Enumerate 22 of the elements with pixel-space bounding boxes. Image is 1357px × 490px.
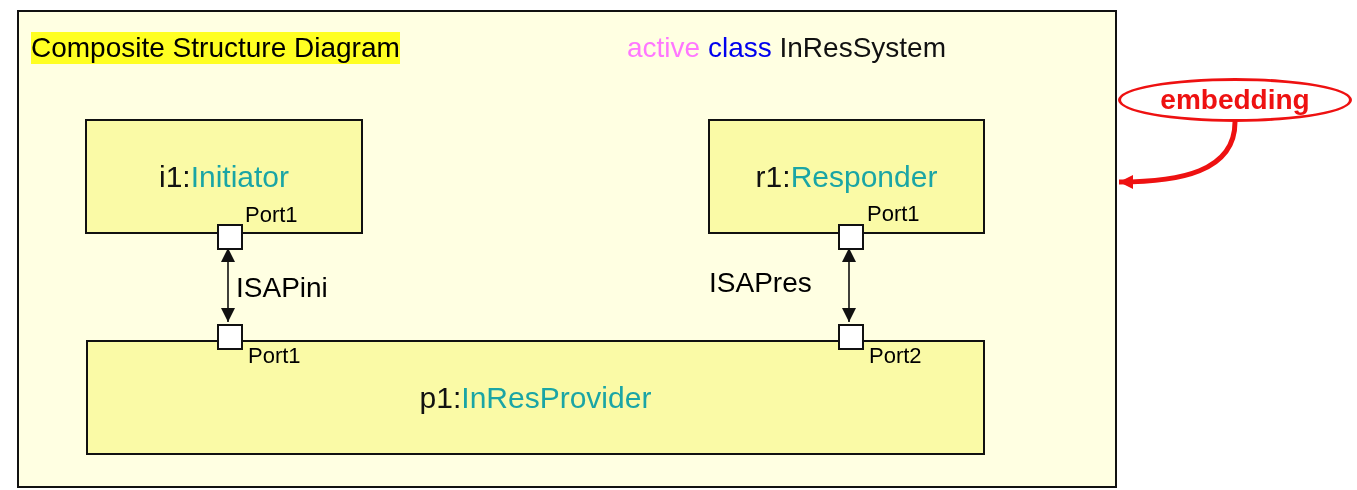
port-square: [217, 224, 243, 250]
part-name: i1:Initiator: [158, 159, 290, 194]
diagram-frame: [17, 10, 1117, 488]
connector-arrow: [842, 247, 856, 323]
port-label: Port2: [869, 343, 922, 369]
port-label: Port1: [248, 343, 301, 369]
class-heading: active class InResSystem: [627, 32, 946, 65]
port-square: [217, 324, 243, 350]
part-box: [86, 340, 985, 455]
port-label: Port1: [245, 202, 298, 228]
callout-ellipse: [1118, 78, 1352, 122]
port-label: Port1: [867, 201, 920, 227]
connector-arrow: [221, 247, 235, 323]
connector-arrow: [1118, 121, 1238, 189]
part-box: [708, 119, 985, 234]
callout-text: embedding: [1160, 83, 1310, 117]
part-box: [85, 119, 363, 234]
part-name: p1:InResProvider: [419, 380, 652, 415]
part-name: r1:Responder: [755, 159, 938, 194]
port-square: [838, 324, 864, 350]
port-square: [838, 224, 864, 250]
frame-heading: Composite Structure Diagram: [31, 32, 400, 65]
